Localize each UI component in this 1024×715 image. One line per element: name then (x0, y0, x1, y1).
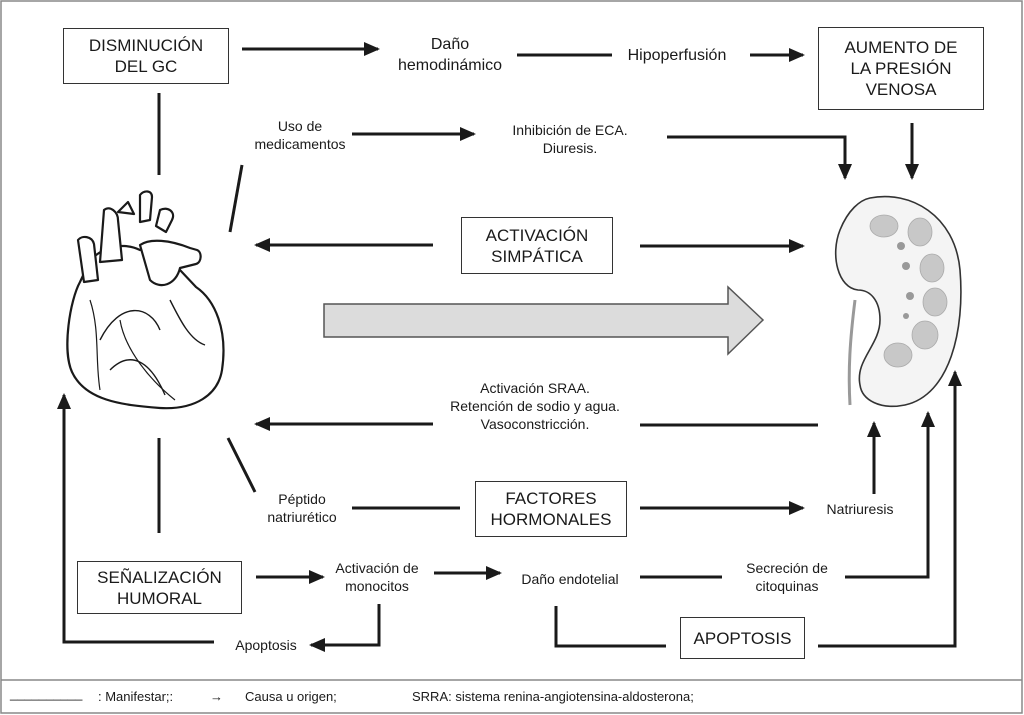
big-progression-arrow (323, 285, 765, 356)
arrow-icon: → (210, 689, 223, 704)
line-heart-to-medicamentos (228, 164, 244, 233)
label-peptido-natriuretico: Péptido natriurético (267, 491, 337, 525)
legend-line-key: __________ (10, 686, 83, 701)
arrow-eca-to-kidney (667, 135, 852, 180)
legend: __________ : Manifestar;: → Causa u orig… (0, 680, 1024, 715)
arrow-monocitos-to-apoptosis (309, 604, 381, 652)
legend-abbreviation: SRRA: sistema renina-angiotensina-aldost… (412, 689, 694, 704)
line-endotelial-to-apoptosis (554, 606, 666, 648)
box-aumento-presion-venosa: AUMENTO DE LA PRESIÓN VENOSA (818, 27, 984, 110)
box-activacion-simpatica: ACTIVACIÓN SIMPÁTICA (461, 217, 613, 274)
line-heart-to-peptido (226, 437, 257, 493)
arrow-citoquinas-to-kidney (845, 411, 935, 579)
label-apoptosis: Apoptosis (235, 637, 297, 653)
box-senalizacion-humoral: SEÑALIZACIÓN HUMORAL (77, 561, 242, 614)
box-apoptosis: APOPTOSIS (680, 617, 805, 659)
arrow-apoptosis-to-kidney (818, 370, 962, 648)
label-activacion-sraa: Activación SRAA. Retención de sodio y ag… (450, 380, 620, 432)
label-uso-medicamentos: Uso de medicamentos (254, 118, 346, 152)
box-factores-hormonales: FACTORES HORMONALES (475, 481, 627, 537)
label-secrecion-citoquinas: Secreción de citoquinas (746, 560, 828, 594)
label-inhibicion-eca: Inhibición de ECA. Diuresis. (512, 122, 628, 156)
kidney-illustration (834, 195, 962, 407)
label-natriuresis: Natriuresis (826, 501, 894, 517)
legend-arrow-meaning: Causa u origen; (245, 689, 337, 704)
legend-line-meaning: : Manifestar;: (98, 689, 174, 704)
label-hipoperfusion: Hipoperfusión (627, 47, 727, 64)
arrow-apoptosis-to-heart (57, 393, 214, 644)
heart-illustration (66, 190, 225, 410)
label-dano-endotelial: Daño endotelial (521, 571, 619, 587)
label-activacion-monocitos: Activación de monocitos (335, 560, 419, 594)
box-disminucion-gc: DISMINUCIÓN DEL GC (63, 28, 229, 84)
label-dano-hemodinamico: Daño hemodinámico (397, 36, 503, 74)
